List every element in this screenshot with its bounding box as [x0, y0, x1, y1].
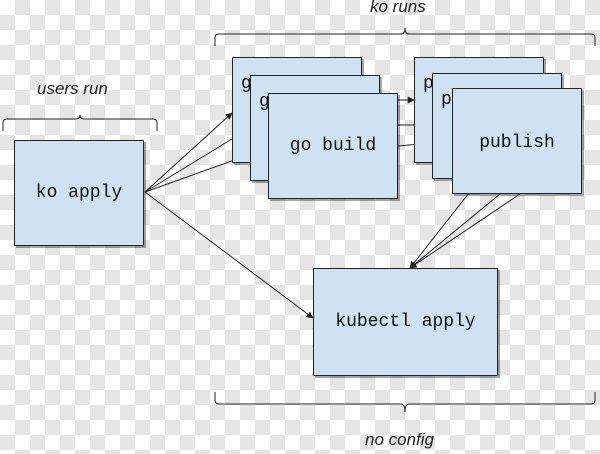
go-build-label: go build	[289, 136, 377, 156]
users-run-caption: users run	[37, 79, 108, 98]
arrow-publish-to-kubectl-3	[409, 193, 521, 269]
publish-middle-label: p	[441, 90, 452, 110]
go-build-middle-label: g	[259, 92, 270, 112]
brace-no-config	[214, 392, 596, 413]
no-config-caption: no config	[365, 430, 434, 449]
go-build-back-label: g	[241, 74, 252, 94]
brace-ko-runs	[214, 27, 596, 46]
arrow-ko-to-build-1	[144, 112, 233, 193]
publish-box: publish	[452, 88, 582, 194]
brace-users-run	[2, 114, 158, 131]
arrow-ko-to-kubectl	[144, 191, 314, 319]
publish-back-label: p	[423, 74, 434, 94]
ko-runs-caption: ko runs	[370, 0, 426, 16]
arrow-publish-to-kubectl-2	[409, 193, 501, 269]
kubectl-apply-label: kubectl apply	[335, 312, 476, 332]
kubectl-apply-box: kubectl apply	[313, 268, 498, 376]
ko-apply-label: ko apply	[35, 183, 123, 203]
publish-label: publish	[479, 133, 555, 153]
go-build-box: go build	[268, 93, 398, 199]
ko-apply-box: ko apply	[14, 140, 144, 246]
